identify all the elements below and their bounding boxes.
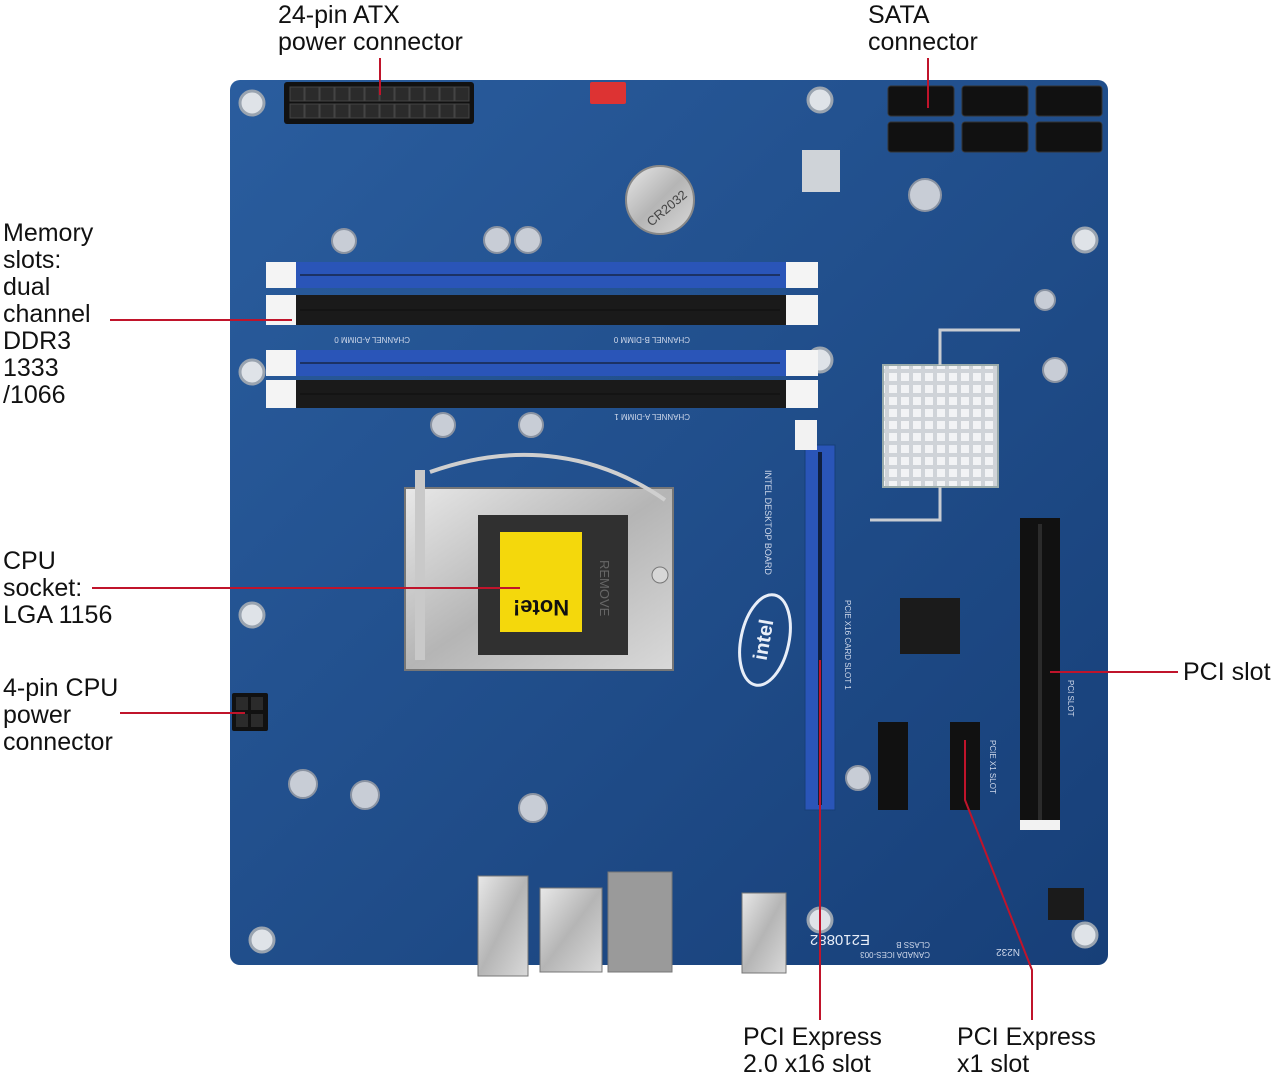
pcie-x16-board-label: PCIE X16 CARD SLOT 1 [843,600,852,690]
cpu-socket: Note! REMOVE [404,452,674,671]
cpu-4pin-connector [232,693,268,731]
fan-header [590,82,626,104]
rear-io [477,871,787,977]
socket-sticker-text: Note! [513,595,569,620]
cmos-battery: CR2032 [625,165,695,235]
sata-connectors [887,85,1103,153]
dimm-slots [266,262,818,408]
capacitors [288,178,1068,823]
cert-text: N232 [996,946,1020,957]
callout-memory: Memory slots: dual channel DDR3 1333 /10… [3,219,94,409]
socket-remove-text: REMOVE [597,560,612,617]
chipset-heatsink [882,364,999,488]
callout-cpu-power: 4-pin CPU power connector [3,674,119,756]
canada-text: CANADA ICES-003 [860,950,930,959]
dimm-label-a1: CHANNEL A-DIMM 1 [614,412,690,421]
small-chip [1048,888,1084,920]
callout-cpu-socket: CPU socket: LGA 1156 [3,547,113,629]
dimm-label-b0: CHANNEL B-DIMM 0 [613,335,690,344]
atx-24pin-connector [284,82,474,124]
pcie-x1-board-label: PCIE X1 SLOT [988,740,997,794]
pci-slot [1020,518,1060,830]
dimm-label-a0: CHANNEL A-DIMM 0 [334,335,410,344]
callout-pcie-x1: PCI Express x1 slot [957,1023,1096,1078]
model-code: E210882 [810,931,870,948]
class-text: CLASS B [896,940,930,949]
crystal [802,150,840,192]
callout-pci: PCI slot [1183,658,1271,686]
leader-lines [92,58,1178,1020]
callout-atx-power: 24-pin ATX power connector [278,1,463,56]
callout-sata: SATA connector [868,1,978,56]
pci-board-label: PCI SLOT [1066,680,1075,717]
io-chip [900,598,960,654]
callout-pcie-x16: PCI Express 2.0 x16 slot [743,1023,882,1078]
board-label: INTEL DESKTOP BOARD [763,470,773,575]
